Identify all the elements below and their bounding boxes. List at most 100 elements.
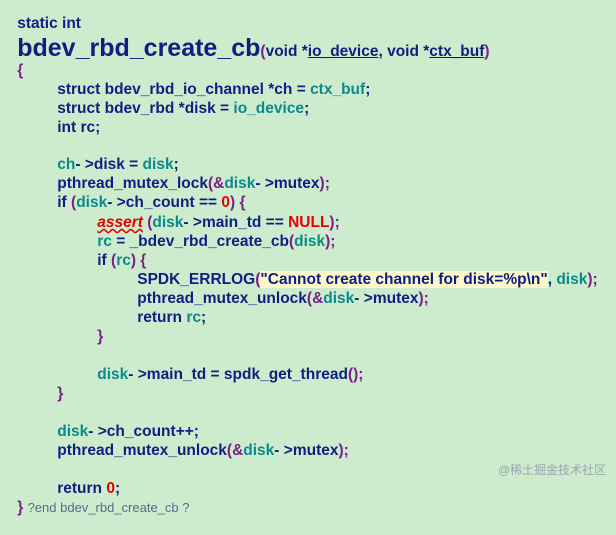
operator: = [292, 81, 311, 98]
code-editor: static int bdev_rbd_create_cb(void *io_d… [0, 15, 606, 516]
function-call: SPDK_ERRLOG [137, 271, 256, 288]
operator: - > [107, 194, 126, 211]
code-line: if (disk- >ch_count == 0) { [40, 176, 245, 230]
code-line: return 0; [40, 462, 120, 516]
brace: } [17, 499, 28, 516]
code-line: } [80, 310, 103, 364]
function-call: pthread_mutex_unlock [57, 442, 227, 459]
code-line: pthread_mutex_unlock(&disk- >mutex); [120, 272, 429, 326]
brace: } [57, 385, 64, 402]
code-line: assert (disk- >main_td == NULL); [80, 196, 340, 250]
member: ch_count [106, 423, 176, 440]
variable: ch [57, 156, 76, 173]
paren: ( [260, 43, 266, 60]
operator: = [215, 100, 234, 117]
code-line: { [0, 44, 23, 98]
paren: ) { [130, 252, 147, 269]
paren: ( [255, 271, 261, 288]
member: main_td [146, 366, 207, 383]
null-constant: NULL [288, 214, 330, 231]
function-call: _bdev_rbd_create_cb [129, 233, 289, 250]
semicolon: ; [200, 309, 207, 326]
paren: ); [418, 290, 429, 307]
keyword: return [57, 480, 107, 497]
assert-macro: assert [97, 214, 143, 231]
brace: } [97, 328, 104, 345]
variable: disk [294, 233, 326, 250]
variable: disk [224, 175, 256, 192]
param-name: ctx_buf [429, 43, 485, 60]
type: int [57, 119, 81, 136]
paren: ); [338, 442, 349, 459]
variable: disk [57, 423, 89, 440]
identifier: disk [184, 100, 216, 117]
member: mutex [273, 175, 320, 192]
paren: ( [288, 233, 295, 250]
identifier: rc [80, 119, 96, 136]
semicolon: ; [365, 81, 371, 98]
operator: - > [88, 423, 107, 440]
function-signature: bdev_rbd_create_cb(void *io_device, void… [0, 16, 489, 80]
paren: ( [111, 252, 117, 269]
operator: = [124, 156, 143, 173]
number: 0 [106, 480, 115, 497]
variable: ctx_buf [310, 81, 366, 98]
variable: disk [556, 271, 588, 288]
variable: rc [97, 233, 112, 250]
watermark: @稀土掘金技术社区 [497, 463, 606, 477]
brace: { [17, 62, 24, 79]
function-name: bdev_rbd_create_cb [17, 34, 261, 62]
operator: - > [183, 214, 202, 231]
code-line: pthread_mutex_unlock(&disk- >mutex); [40, 424, 349, 478]
variable: disk [142, 156, 174, 173]
member: mutex [292, 442, 339, 459]
paren: (& [306, 290, 324, 307]
variable: rc [186, 309, 201, 326]
function-call: pthread_mutex_unlock [137, 290, 307, 307]
paren: ); [319, 175, 330, 192]
paren: ( [142, 214, 153, 231]
end-comment: ?end bdev_rbd_create_cb ? [27, 500, 190, 515]
operator: - > [255, 175, 274, 192]
code-line: return rc; [120, 291, 206, 345]
member: main_td [201, 214, 262, 231]
type: struct bdev_rbd_io_channel * [57, 81, 275, 98]
param-name: io_device [307, 43, 379, 60]
function-call: spdk_get_thread [223, 366, 348, 383]
paren: ); [329, 214, 340, 231]
variable: disk [243, 442, 275, 459]
keyword: if [97, 252, 112, 269]
operator: - > [354, 290, 373, 307]
keyword: return [137, 309, 187, 326]
variable: disk [323, 290, 355, 307]
code-line: } [40, 367, 63, 421]
operator: = [206, 366, 224, 383]
semicolon: ; [114, 480, 121, 497]
number: 0 [221, 194, 230, 211]
param-type: void * [387, 43, 430, 60]
keyword: if [57, 194, 72, 211]
semicolon: ; [95, 119, 101, 136]
operator: - > [274, 442, 293, 459]
operator: == [261, 214, 289, 231]
member: mutex [372, 290, 419, 307]
member: ch_count [125, 194, 195, 211]
code-line: disk- >ch_count++; [40, 405, 199, 459]
variable: disk [152, 214, 184, 231]
separator: , [547, 271, 557, 288]
code-line: rc = _bdev_rbd_create_cb(disk); [80, 215, 335, 269]
operator: - > [75, 156, 94, 173]
code-line: pthread_mutex_lock(&disk- >mutex); [40, 157, 330, 211]
semicolon: ; [173, 156, 179, 173]
keyword: static int [17, 15, 81, 32]
type: struct bdev_rbd * [57, 100, 185, 117]
function-call: pthread_mutex_lock [57, 175, 208, 192]
member: disk [93, 156, 125, 173]
paren: ); [587, 271, 598, 288]
code-line: if (rc) { [80, 234, 146, 288]
variable: rc [116, 252, 131, 269]
operator: - > [128, 366, 147, 383]
operator: ++; [175, 423, 199, 440]
paren: (); [347, 366, 364, 383]
separator: , [378, 43, 388, 60]
